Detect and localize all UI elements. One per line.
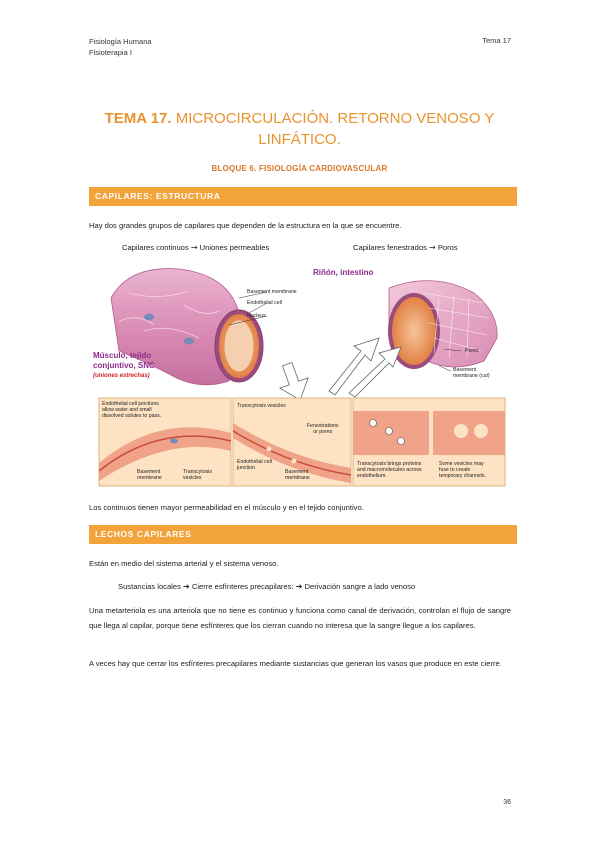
continuous-caption-label: Capilares continuos bbox=[122, 243, 189, 252]
label-transcytosis-vesicles-1: Transcytosis vesicles bbox=[183, 469, 212, 481]
label-transcytosis-vesicles-top: Transcytosis vesicles bbox=[237, 403, 286, 409]
continuous-capillary-drawing bbox=[110, 268, 264, 386]
transcytosis-line-2: vesicles bbox=[183, 475, 202, 481]
beds-paragraph-1: Están en medio del sistema arterial y el… bbox=[89, 559, 279, 568]
cell-junction-line-2: junction bbox=[237, 465, 255, 471]
label-junctions: Endothelial cell junctions allow water a… bbox=[102, 401, 161, 419]
fenestrations-line-2: or pores bbox=[313, 429, 333, 435]
beds-paragraph-4: A veces hay que cerrar los esfínteres pr… bbox=[89, 659, 502, 668]
junctions-line-3: dissolved solutes to pass. bbox=[102, 413, 162, 419]
basement-2-line-2: membrane bbox=[285, 475, 310, 481]
basement-line-1: Basement bbox=[137, 469, 161, 475]
capillary-figure: Basement membrane Endothelial cell Nucle… bbox=[89, 243, 513, 493]
fenestrated-capillary-drawing bbox=[388, 280, 498, 369]
panel-transcytosis bbox=[352, 397, 506, 487]
transcytosis-line-1: Transcytosis bbox=[183, 469, 212, 475]
right-arrow-icon: → bbox=[429, 243, 436, 252]
flow-local-substances: Sustancias locales bbox=[118, 582, 181, 591]
some-line-3: temporary channels. bbox=[439, 473, 486, 479]
tissue-line-1: Músculo, tejido bbox=[93, 351, 152, 360]
brings-line-2: and macromolecules across bbox=[357, 467, 422, 473]
page-title: TEMA 17. MICROCIRCULACIÓN. RETORNO VENOS… bbox=[89, 108, 510, 150]
label-bm-cut-2: membrane (cut) bbox=[453, 373, 490, 379]
label-cell-junction: Endothelial cell junction bbox=[237, 459, 272, 471]
basement-2-line-1: Basement bbox=[285, 469, 309, 475]
some-line-1: Some vesicles may bbox=[439, 461, 484, 467]
running-header: Fisiología Humana Fisioterapia I bbox=[89, 36, 152, 58]
brings-line-1: Transcytosis brings proteins bbox=[357, 461, 422, 467]
tissue-note: (uniones estrechas) bbox=[93, 373, 150, 379]
title-number: TEMA 17. bbox=[104, 110, 172, 127]
capillary-illustration bbox=[98, 268, 506, 487]
continuous-caption: Capilares continuos → Uniones permeables bbox=[122, 243, 269, 252]
fenestrated-caption-label: Capilares fenestrados bbox=[353, 243, 427, 252]
cell-junction-line-1: Endothelial cell bbox=[237, 459, 272, 465]
label-basement-membrane-cut: Basement membrane (cut) bbox=[453, 367, 490, 379]
basement-line-2: membrane bbox=[137, 475, 162, 481]
label-basement-1: Basement membrane bbox=[137, 469, 162, 481]
title-text: MICROCIRCULACIÓN. RETORNO VENOSO Y LINFÁ… bbox=[171, 110, 495, 148]
panel-fenestrated bbox=[232, 397, 352, 487]
label-endothelial-cell: Endothelial cell bbox=[247, 300, 282, 306]
brings-line-3: endothelium. bbox=[357, 473, 387, 479]
flow-sphincter-closure: Cierre esfínteres precapilares: bbox=[191, 582, 294, 591]
junctions-line-2: allow water and small bbox=[102, 407, 152, 413]
section-heading-structure: CAPILARES: ESTRUCTURA bbox=[89, 187, 517, 206]
right-arrow-icon: ➔ bbox=[295, 582, 303, 591]
flow-shunt: Derivación sangre a lado venoso bbox=[304, 582, 416, 591]
label-basement-2: Basement membrane bbox=[285, 469, 310, 481]
right-arrow-icon: ➔ bbox=[183, 582, 190, 591]
label-bm-cut-1: Basement bbox=[453, 367, 477, 373]
fenestrations-line-1: Fenestrations bbox=[307, 423, 339, 429]
junctions-line-1: Endothelial cell junctions bbox=[102, 401, 159, 407]
label-tissue-type: Músculo, tejido conjuntivo, SNC (uniones… bbox=[93, 351, 155, 381]
block-subtitle: BLOQUE 6. FISIOLOGÍA CARDIOVASCULAR bbox=[211, 164, 388, 173]
panel-continuous bbox=[98, 397, 232, 487]
label-pores: Pores bbox=[465, 348, 479, 354]
label-fenestrations: Fenestrations or pores bbox=[307, 423, 338, 435]
topic-number: Tema 17 bbox=[482, 36, 511, 45]
beds-flow-line: Sustancias locales ➔ Cierre esfínteres p… bbox=[118, 579, 518, 594]
intro-paragraph: Hay dos grandes grupos de capilares que … bbox=[89, 221, 402, 230]
fenestrated-caption: Capilares fenestrados → Poros bbox=[353, 243, 458, 252]
label-basement-membrane: Basement membrane bbox=[247, 289, 297, 295]
continuous-caption-result: Uniones permeables bbox=[199, 243, 270, 252]
label-nucleus: Nucleus bbox=[247, 313, 266, 319]
right-arrow-icon: → bbox=[190, 243, 198, 252]
beds-paragraph-3: Una metarteriola es una arteriola que no… bbox=[89, 606, 511, 630]
some-line-2: fuse to create bbox=[439, 467, 471, 473]
degree-name: Fisioterapia I bbox=[89, 48, 132, 57]
tissue-line-2: conjuntivo, SNC bbox=[93, 361, 155, 370]
fenestrated-caption-result: Poros bbox=[437, 243, 458, 252]
label-kidney: Riñón, intestino bbox=[313, 268, 374, 277]
label-transcytosis-brings: Transcytosis brings proteins and macromo… bbox=[357, 461, 422, 479]
course-name: Fisiología Humana bbox=[89, 37, 152, 46]
conclusion-paragraph: Los continuos tienen mayor permeabilidad… bbox=[89, 503, 364, 512]
page-number: 36 bbox=[503, 799, 511, 806]
section-heading-beds: LECHOS CAPILARES bbox=[89, 525, 517, 544]
label-some-vesicles: Some vesicles may fuse to create tempora… bbox=[439, 461, 486, 479]
